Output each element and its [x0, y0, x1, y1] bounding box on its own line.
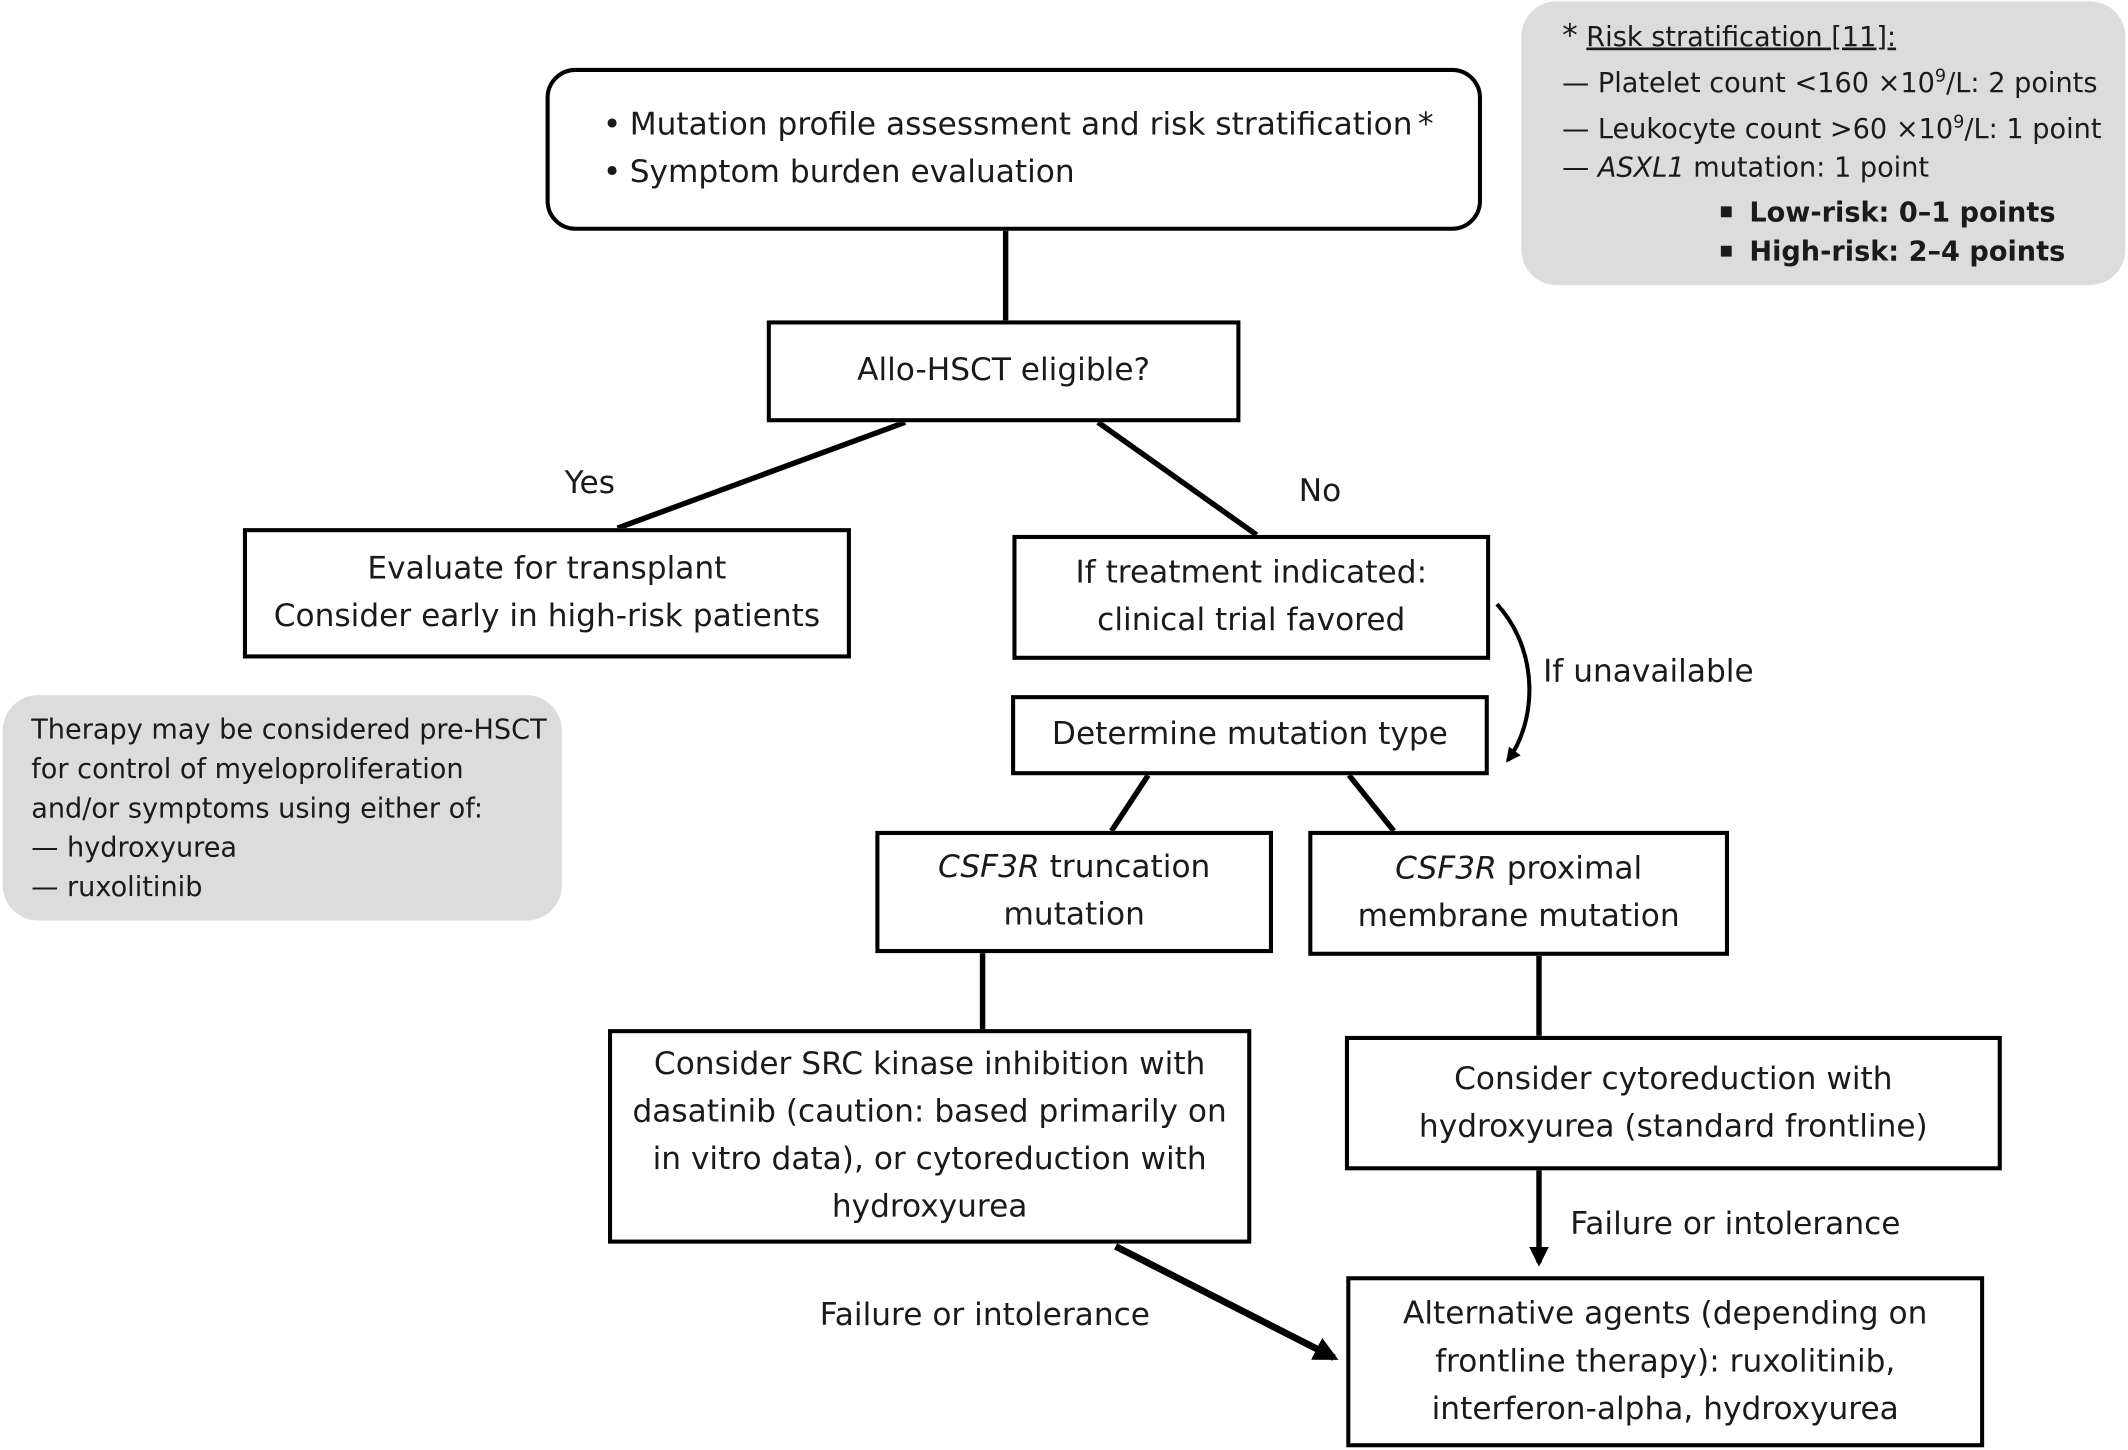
- if-unavailable-label: If unavailable: [1543, 654, 1754, 690]
- failure-arrow-left: [1114, 1243, 1339, 1361]
- proximal-gene: CSF3R: [1395, 851, 1497, 887]
- src-line-4: hydroxyurea: [831, 1189, 1028, 1225]
- asxl1-dash: —: [1562, 151, 1590, 184]
- failure-label-left: Failure or intolerance: [819, 1297, 1150, 1334]
- alternative-line-1: Alternative agents (depending on: [1402, 1295, 1928, 1332]
- leukocyte-base: 10: [1918, 111, 1954, 145]
- alternative-agents-box: Alternative agents (depending on frontli…: [1346, 1276, 1985, 1448]
- pre-hsct-line-4: — hydroxyurea: [31, 830, 238, 864]
- risk-title: Risk stratification [11]:: [1586, 20, 1897, 53]
- alternative-line-3: interferon-alpha, hydroxyurea: [1431, 1390, 1899, 1427]
- assessment-text-1: Mutation profile assessment and risk str…: [629, 107, 1413, 143]
- proximal-line-1: CSF3R proximal: [1395, 846, 1642, 894]
- risk-asterisk: *: [1562, 19, 1578, 55]
- square-bullet-icon: [1720, 206, 1732, 217]
- mutation-type-text: Determine mutation type: [1051, 716, 1448, 753]
- trial-line-1: If treatment indicated:: [1075, 555, 1428, 591]
- truncation-mutation-box: CSF3R truncation mutation: [875, 830, 1273, 954]
- leukocyte-times: ×: [1895, 111, 1919, 145]
- risk-stratification-note: * Risk stratification [11]: — Platelet c…: [1521, 1, 2126, 286]
- platelet-base: 10: [1900, 66, 1935, 99]
- platelet-suffix: /L: 2 points: [1946, 66, 2098, 99]
- transplant-box: Evaluate for transplant Consider early i…: [242, 528, 851, 659]
- failure-label-right: Failure or intolerance: [1570, 1206, 1901, 1243]
- assessment-box: • Mutation profile assessment and risk s…: [545, 67, 1482, 231]
- bullet-dot: •: [602, 107, 622, 143]
- connector-allo-to-no: [1096, 420, 1259, 538]
- cytoreduction-line-2: hydroxyurea (standard frontline): [1418, 1108, 1928, 1144]
- leukocyte-suffix: /L: 1 point: [1964, 111, 2102, 145]
- src-line-1: Consider SRC kinase inhibition with: [653, 1046, 1206, 1083]
- asxl1-criterion: — ASXL1 mutation: 1 point: [1562, 148, 2125, 187]
- pre-hsct-line-3: and/or symptoms using either of:: [31, 791, 484, 825]
- asxl1-gene: ASXL1: [1597, 151, 1685, 184]
- leukocyte-prefix: — Leukocyte count >60: [1562, 111, 1888, 145]
- truncation-suffix: truncation: [1049, 849, 1211, 886]
- platelet-times: ×: [1877, 66, 1901, 99]
- platelet-criterion: — Platelet count <160 ×109/L: 2 points: [1562, 57, 2125, 103]
- high-risk-level: High-risk: 2–4 points: [1562, 233, 2125, 272]
- proximal-membrane-box: CSF3R proximal membrane mutation: [1308, 830, 1729, 956]
- connector-allo-to-yes: [616, 419, 907, 531]
- alternative-line-2: frontline therapy): ruxolitinib,: [1435, 1343, 1896, 1379]
- yes-label: Yes: [564, 465, 615, 501]
- clinical-trial-box: If treatment indicated: clinical trial f…: [1012, 534, 1491, 660]
- if-unavailable-arrow: [1495, 602, 1532, 763]
- cytoreduction-line-1: Consider cytoreduction with: [1454, 1061, 1893, 1097]
- high-risk-text: High-risk: 2–4 points: [1749, 235, 2066, 268]
- pre-hsct-line-2: for control of myeloproliferation: [31, 752, 464, 785]
- risk-title-row: * Risk stratification [11]:: [1562, 18, 2125, 57]
- trial-line-2: clinical trial favored: [1097, 602, 1406, 639]
- asterisk-marker: *: [1417, 107, 1434, 143]
- pre-hsct-line-5: — ruxolitinib: [31, 870, 203, 903]
- transplant-line-1: Evaluate for transplant: [367, 551, 727, 587]
- allo-hsct-box: Allo-HSCT eligible?: [766, 320, 1241, 423]
- allo-hsct-text: Allo-HSCT eligible?: [857, 352, 1151, 389]
- square-bullet-icon: [1720, 245, 1732, 257]
- proximal-line-2: membrane mutation: [1357, 898, 1680, 935]
- bullet-dot: •: [602, 154, 622, 191]
- pre-hsct-note: Therapy may be considered pre-HSCT for c…: [2, 695, 562, 921]
- mutation-type-box: Determine mutation type: [1011, 695, 1489, 776]
- truncation-line-1: CSF3R truncation: [938, 844, 1210, 892]
- proximal-suffix: proximal: [1506, 851, 1643, 887]
- pre-hsct-line-1: Therapy may be considered pre-HSCT: [31, 712, 547, 746]
- connector-mutation-to-proximal: [1346, 773, 1396, 833]
- assessment-bullet-1: • Mutation profile assessment and risk s…: [594, 102, 1434, 150]
- no-label: No: [1298, 473, 1342, 510]
- truncation-line-2: mutation: [1003, 897, 1145, 933]
- src-line-3: in vitro data), or cytoreduction with: [652, 1141, 1207, 1178]
- platelet-prefix: — Platelet count <160: [1562, 66, 1869, 99]
- truncation-gene: CSF3R: [937, 849, 1040, 886]
- asxl1-suffix: mutation: 1 point: [1693, 151, 1930, 184]
- platelet-exponent: 9: [1934, 66, 1947, 87]
- leukocyte-exponent: 9: [1953, 112, 1965, 133]
- src-kinase-box: Consider SRC kinase inhibition with dasa…: [608, 1029, 1252, 1244]
- assessment-text-2: Symptom burden evaluation: [629, 154, 1075, 191]
- connector-mutation-to-truncation: [1109, 773, 1151, 833]
- src-line-2: dasatinib (caution: based primarily on: [632, 1094, 1227, 1130]
- transplant-line-2: Consider early in high-risk patients: [273, 598, 821, 635]
- assessment-bullet-2: • Symptom burden evaluation: [594, 149, 1075, 197]
- low-risk-level: Low-risk: 0–1 points: [1562, 193, 2125, 232]
- low-risk-text: Low-risk: 0–1 points: [1749, 195, 2056, 229]
- leukocyte-criterion: — Leukocyte count >60 ×109/L: 1 point: [1562, 103, 2125, 149]
- cytoreduction-box: Consider cytoreduction with hydroxyurea …: [1344, 1035, 2002, 1171]
